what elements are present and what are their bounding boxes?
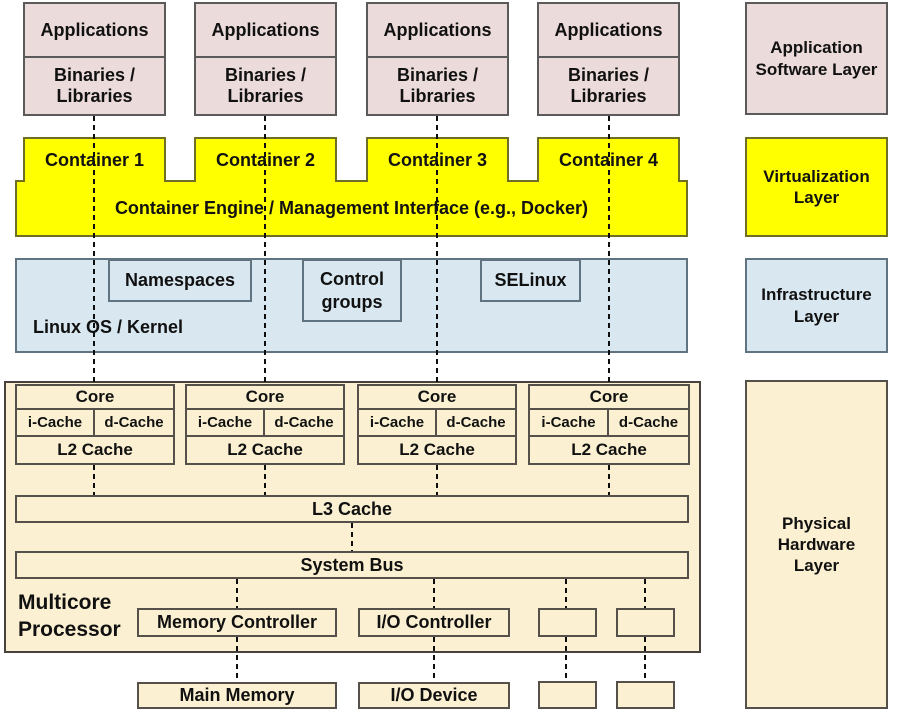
namespaces-box: Namespaces	[108, 259, 252, 302]
dashed-connector	[93, 116, 95, 384]
i-cache-cell: i-Cache	[17, 410, 95, 435]
unlabeled-device-box-1	[538, 681, 597, 709]
d-cache-cell: d-Cache	[274, 414, 334, 431]
dashed-connector	[644, 579, 646, 608]
applications-title: Applications	[539, 4, 678, 58]
layer-infrastructure: Infrastructure Layer	[745, 258, 888, 353]
dashed-connector	[264, 116, 266, 384]
dashed-connector	[608, 465, 610, 495]
dashed-connector	[351, 523, 353, 551]
l2-cache-cell: L2 Cache	[399, 440, 475, 459]
binaries-libraries-label: Binaries / Libraries	[53, 65, 136, 106]
dashed-connector	[436, 465, 438, 495]
dashed-connector	[644, 637, 646, 681]
core-block-4: Core i-Cache d-Cache L2 Cache	[528, 384, 690, 465]
core-label: Core	[530, 386, 688, 410]
layer-application-software: Application Software Layer	[745, 2, 888, 115]
unlabeled-controller-box-2	[616, 608, 675, 637]
control-groups-box: Control groups	[302, 259, 402, 322]
core-label: Core	[17, 386, 173, 410]
unlabeled-device-box-2	[616, 681, 675, 709]
d-cache-cell: d-Cache	[446, 414, 506, 431]
dashed-connector	[236, 637, 238, 682]
core-block-3: Core i-Cache d-Cache L2 Cache	[357, 384, 517, 465]
l1-cache-row: i-Cache d-Cache	[530, 410, 688, 437]
container-engine-box: Container Engine / Management Interface …	[15, 180, 688, 237]
l2-cache-cell: L2 Cache	[227, 440, 303, 459]
dashed-connector	[93, 465, 95, 495]
d-cache-cell: d-Cache	[618, 414, 679, 431]
core-label: Core	[359, 386, 515, 410]
dashed-connector	[236, 579, 238, 608]
linux-kernel-label: Linux OS / Kernel	[33, 317, 184, 337]
i-cache-cell: i-Cache	[359, 410, 437, 435]
core-label: Core	[187, 386, 343, 410]
binaries-libraries-label: Binaries / Libraries	[224, 65, 307, 106]
l2-cache-cell: L2 Cache	[57, 440, 133, 459]
l1-cache-row: i-Cache d-Cache	[17, 410, 173, 437]
core-block-1: Core i-Cache d-Cache L2 Cache	[15, 384, 175, 465]
binaries-libraries-label: Binaries / Libraries	[396, 65, 479, 106]
app-stack-3: Applications Binaries / Libraries	[366, 2, 509, 116]
i-cache-cell: i-Cache	[187, 410, 265, 435]
i-cache-cell: i-Cache	[530, 410, 609, 435]
app-stack-4: Applications Binaries / Libraries	[537, 2, 680, 116]
layer-virtualization: Virtualization Layer	[745, 137, 888, 237]
memory-controller-box: Memory Controller	[137, 608, 337, 637]
dashed-connector	[565, 579, 567, 608]
multicore-processor-label: Multicore Processor	[18, 591, 121, 642]
applications-title: Applications	[368, 4, 507, 58]
layer-physical-hardware: Physical Hardware Layer	[745, 380, 888, 709]
app-stack-2: Applications Binaries / Libraries	[194, 2, 337, 116]
l1-cache-row: i-Cache d-Cache	[187, 410, 343, 437]
l3-cache-bar: L3 Cache	[15, 495, 689, 523]
io-device-box: I/O Device	[358, 682, 510, 709]
applications-title: Applications	[25, 4, 164, 58]
dashed-connector	[565, 637, 567, 681]
dashed-connector	[608, 116, 610, 384]
io-controller-box: I/O Controller	[358, 608, 510, 637]
unlabeled-controller-box-1	[538, 608, 597, 637]
selinux-box: SELinux	[480, 259, 581, 302]
app-stack-1: Applications Binaries / Libraries	[23, 2, 166, 116]
l1-cache-row: i-Cache d-Cache	[359, 410, 515, 437]
system-bus-bar: System Bus	[15, 551, 689, 579]
applications-title: Applications	[196, 4, 335, 58]
binaries-libraries-label: Binaries / Libraries	[567, 65, 650, 106]
core-block-2: Core i-Cache d-Cache L2 Cache	[185, 384, 345, 465]
dashed-connector	[264, 465, 266, 495]
main-memory-box: Main Memory	[137, 682, 337, 709]
d-cache-cell: d-Cache	[104, 414, 164, 431]
dashed-connector	[436, 116, 438, 384]
dashed-connector	[433, 637, 435, 682]
dashed-connector	[433, 579, 435, 608]
l2-cache-cell: L2 Cache	[571, 440, 647, 459]
